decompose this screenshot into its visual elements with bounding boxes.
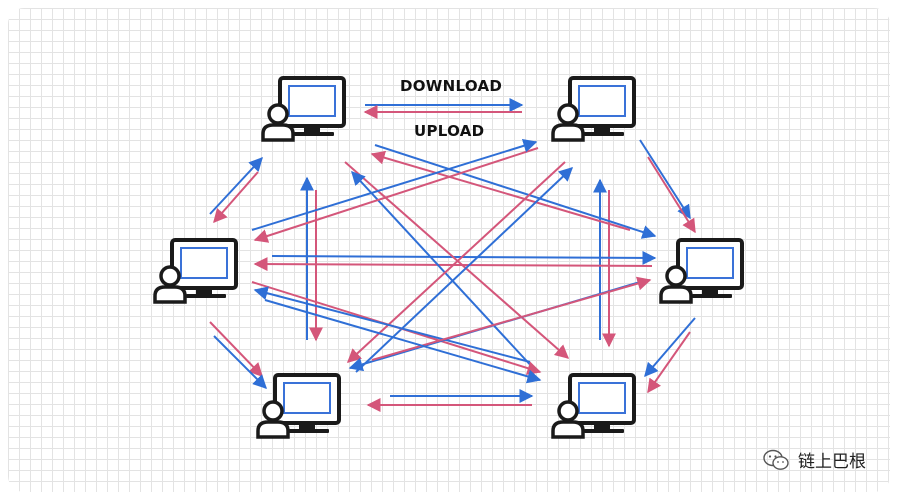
upload-arrow-23 — [251, 139, 538, 231]
upload-arrow-4 — [209, 156, 263, 215]
download-arrow-8 — [209, 321, 263, 378]
wechat-icon — [762, 449, 790, 471]
download-arrow-24 — [346, 161, 566, 363]
watermark-text: 链上巴根 — [798, 452, 866, 472]
download-arrow-7 — [647, 156, 696, 234]
download-arrow-19 — [370, 150, 631, 231]
computer-node-top-left — [261, 76, 346, 142]
upload-arrow-25 — [355, 167, 574, 373]
computer-node-bottom-left — [256, 373, 341, 439]
upload-arrow-21 — [351, 170, 536, 371]
download-arrow-29 — [371, 276, 652, 361]
download-arrow-20 — [344, 161, 570, 359]
computer-node-top-right — [551, 76, 636, 142]
upload-arrow-18 — [374, 144, 657, 239]
upload-arrow-27 — [253, 286, 531, 363]
upload-arrow-10 — [644, 317, 696, 378]
upload-arrow-30 — [264, 299, 542, 384]
download-arrow-11 — [647, 331, 691, 394]
computer-node-left — [153, 238, 238, 304]
peer-nodes — [153, 76, 744, 439]
computer-node-bottom-right — [551, 373, 636, 439]
download-arrow-5 — [213, 171, 259, 224]
upload-arrow-16 — [271, 250, 657, 265]
download-arrow-22 — [253, 147, 539, 243]
upload-label: UPLOAD — [414, 122, 485, 140]
upload-arrow-9 — [213, 335, 267, 389]
upload-arrow-6 — [639, 139, 691, 220]
download-label: DOWNLOAD — [400, 77, 503, 95]
computer-node-right — [659, 238, 744, 304]
diagram-canvas: DOWNLOAD UPLOAD 链上巴根 — [8, 8, 890, 492]
p2p-network-diagram — [153, 76, 744, 439]
connection-arrows — [209, 98, 696, 412]
watermark: 链上巴根 — [762, 447, 866, 472]
